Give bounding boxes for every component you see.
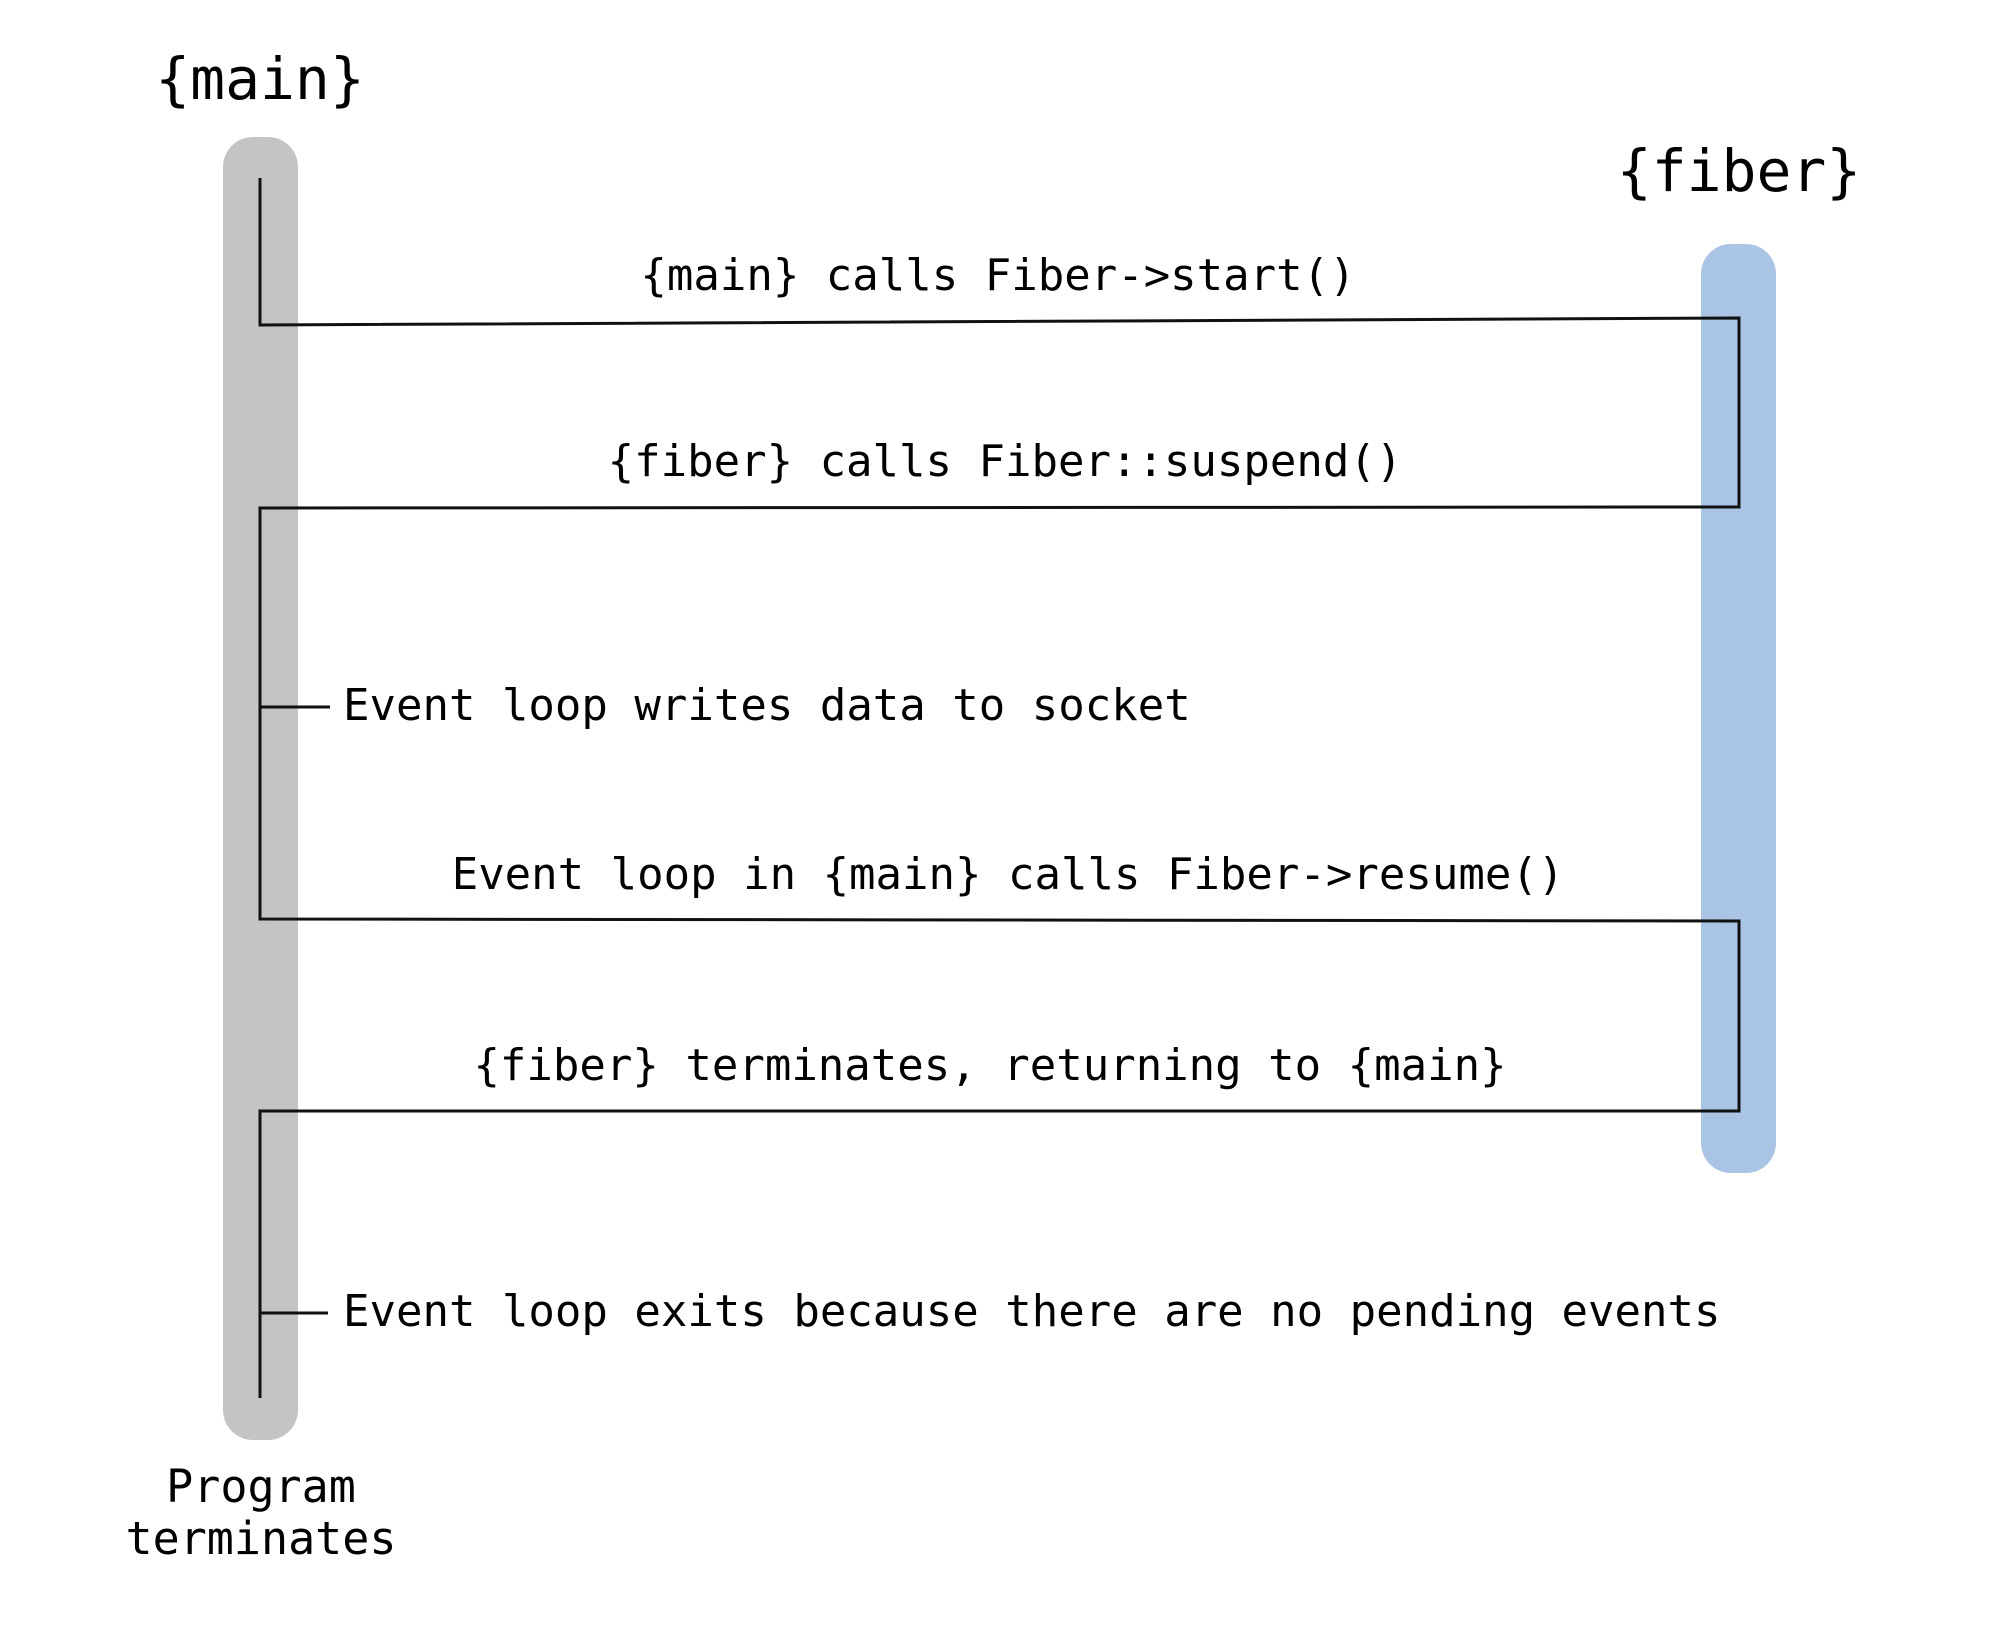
fiber-lifeline-label: {fiber}	[1616, 137, 1862, 205]
message-call-start: {main} calls Fiber->start()	[640, 250, 1356, 301]
program-terminates-label: Program terminates	[126, 1461, 397, 1565]
program-terminates-line-2: terminates	[125, 1512, 397, 1565]
note-event-loop-writes: Event loop writes data to socket	[343, 680, 1191, 731]
control-flow-polyline	[258, 178, 1741, 1398]
main-lifeline-label: {main}	[155, 45, 365, 113]
message-call-suspend: {fiber} calls Fiber::suspend()	[607, 436, 1403, 487]
program-terminates-line-1: Program	[166, 1460, 356, 1513]
note-event-loop-exits: Event loop exits because there are no pe…	[343, 1286, 1721, 1337]
message-fiber-terminates: {fiber} terminates, returning to {main}	[473, 1040, 1507, 1091]
message-call-resume: Event loop in {main} calls Fiber->resume…	[451, 849, 1565, 900]
